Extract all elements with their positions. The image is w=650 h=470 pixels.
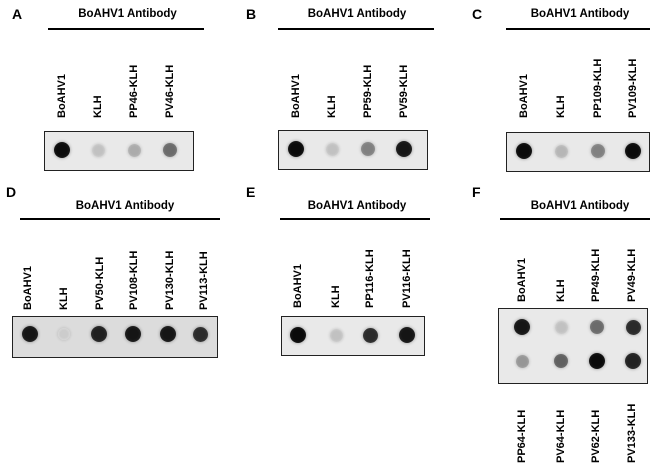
lane-label: PP109-KLH: [592, 58, 604, 118]
dot: [625, 319, 641, 335]
dot: [288, 141, 304, 157]
lane-label: PV59-KLH: [398, 64, 410, 118]
title-rule: [48, 28, 204, 30]
lane-label: PP49-KLH: [590, 248, 602, 302]
dot: [399, 327, 415, 343]
lane-label-bottom: PV62-KLH: [590, 409, 602, 463]
lane-label: PV116-KLH: [401, 249, 413, 308]
lane-label: BoAHV1: [516, 257, 528, 302]
dot: [160, 326, 176, 342]
dot: [516, 143, 532, 159]
dot: [91, 143, 105, 157]
dot-blot-membrane: [281, 316, 425, 356]
dot-blot-membrane: [44, 131, 194, 171]
dot: [396, 141, 412, 157]
panel-title: BoAHV1 Antibody: [307, 200, 407, 212]
panel-title: BoAHV1 Antibody: [307, 8, 407, 20]
dot: [163, 143, 177, 157]
dot: [362, 327, 378, 343]
panel-letter: D: [6, 184, 17, 200]
dot: [625, 143, 641, 159]
dot: [127, 143, 141, 157]
title-rule: [280, 218, 430, 220]
lane-label-bottom: PV133-KLH: [626, 403, 638, 463]
lane-label: KLH: [330, 285, 342, 308]
dot: [554, 320, 568, 334]
panel-title: BoAHV1 Antibody: [75, 200, 175, 212]
panel-title: BoAHV1 Antibody: [530, 200, 630, 212]
lane-label: PP46-KLH: [128, 64, 140, 118]
panel-title: BoAHV1 Antibody: [530, 8, 630, 20]
dot-blot-membrane: [278, 130, 428, 170]
dot: [590, 320, 604, 334]
dot: [91, 326, 107, 342]
lane-label-bottom: PP64-KLH: [516, 409, 528, 463]
lane-label: PV113-KLH: [198, 251, 210, 310]
dot: [58, 328, 70, 340]
lane-label: PV108-KLH: [128, 250, 140, 310]
lane-label: BoAHV1: [290, 73, 302, 118]
dot: [589, 353, 605, 369]
dot: [192, 326, 208, 342]
dot: [325, 142, 339, 156]
lane-label: PV130-KLH: [164, 250, 176, 310]
dot: [515, 354, 529, 368]
panel-letter: A: [12, 6, 23, 22]
dot: [22, 326, 38, 342]
lane-label: PV49-KLH: [626, 248, 638, 302]
dot: [54, 142, 70, 158]
title-rule: [500, 218, 650, 220]
dot: [554, 354, 568, 368]
lane-label: KLH: [555, 95, 567, 118]
lane-label: KLH: [326, 95, 338, 118]
lane-label: PV50-KLH: [94, 256, 106, 310]
lane-label: BoAHV1: [292, 263, 304, 308]
dot: [361, 142, 375, 156]
lane-label: PV109-KLH: [627, 58, 639, 118]
panel-title: BoAHV1 Antibody: [78, 8, 177, 20]
dot: [625, 353, 641, 369]
title-rule: [506, 28, 650, 30]
title-rule: [278, 28, 434, 30]
dot: [329, 328, 343, 342]
panel-letter: C: [472, 6, 483, 22]
dot: [554, 144, 568, 158]
lane-label: PV46-KLH: [164, 64, 176, 118]
lane-label: BoAHV1: [22, 265, 34, 310]
dot-blot-membrane: [12, 316, 218, 358]
title-rule: [20, 218, 220, 220]
dot: [125, 326, 141, 342]
dot: [591, 144, 605, 158]
dot: [514, 319, 530, 335]
dot-blot-membrane: [498, 308, 648, 384]
dot-blot-membrane: [506, 132, 650, 172]
lane-label: BoAHV1: [56, 73, 68, 118]
panel-letter: B: [246, 6, 257, 22]
lane-label: KLH: [58, 287, 70, 310]
lane-label: BoAHV1: [518, 73, 530, 118]
lane-label: PP116-KLH: [364, 249, 376, 308]
lane-label: PP59-KLH: [362, 64, 374, 118]
panel-letter: E: [246, 184, 256, 200]
lane-label-bottom: PV64-KLH: [555, 409, 567, 463]
dot: [290, 327, 306, 343]
lane-label: KLH: [92, 95, 104, 118]
panel-letter: F: [472, 184, 481, 200]
lane-label: KLH: [555, 279, 567, 302]
